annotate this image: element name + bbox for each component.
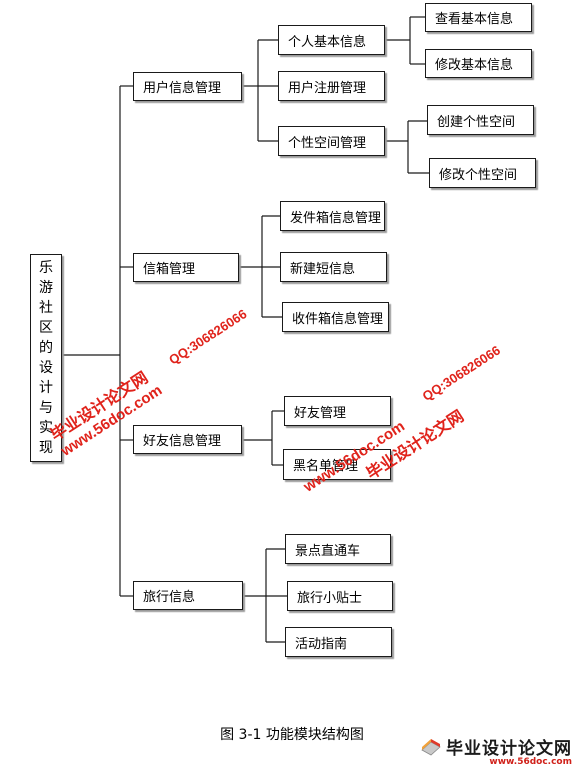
- node-edit-space: 修改个性空间: [429, 158, 536, 188]
- figure-caption: 图 3-1 功能模块结构图: [220, 727, 364, 743]
- root-char: 区: [39, 320, 53, 336]
- node-activity-guide: 活动指南: [285, 627, 392, 657]
- node-friend-management: 好友管理: [284, 396, 391, 426]
- node-create-space: 创建个性空间: [427, 105, 534, 135]
- node-personal-space: 个性空间管理: [278, 126, 385, 156]
- site-brand-logo: 毕业设计论文网 www.56doc.com: [420, 733, 572, 767]
- root-char: 设: [39, 360, 53, 376]
- node-new-message: 新建短信息: [280, 252, 387, 282]
- book-logo-icon: [421, 739, 441, 756]
- module-mailbox: 信箱管理: [133, 253, 239, 282]
- module-user-info: 用户信息管理: [133, 72, 242, 101]
- node-scenic-direct-bus: 景点直通车: [285, 534, 391, 564]
- root-char: 与: [39, 400, 53, 416]
- root-char: 乐: [39, 260, 53, 276]
- node-personal-basic-info: 个人基本信息: [278, 25, 385, 55]
- root-char: 计: [39, 380, 53, 396]
- node-outbox: 发件箱信息管理: [280, 201, 385, 231]
- root-char: 游: [39, 280, 53, 296]
- module-travel: 旅行信息: [133, 581, 243, 610]
- root-char: 社: [39, 300, 53, 316]
- brand-name: 毕业设计论文网: [446, 738, 572, 759]
- root-node: 乐 游 社 区 的 设 计 与 实 现: [30, 254, 62, 462]
- node-view-basic-info: 查看基本信息: [425, 3, 532, 32]
- node-inbox: 收件箱信息管理: [282, 302, 389, 332]
- node-edit-basic-info: 修改基本信息: [425, 49, 532, 78]
- brand-url: www.56doc.com: [489, 757, 572, 767]
- root-char: 实: [39, 420, 53, 436]
- node-blacklist: 黑名单管理: [283, 449, 391, 480]
- module-friends: 好友信息管理: [133, 425, 242, 454]
- node-user-registration: 用户注册管理: [278, 71, 385, 101]
- root-char: 的: [39, 340, 53, 356]
- node-travel-tips: 旅行小贴士: [287, 581, 393, 611]
- root-char: 现: [39, 440, 53, 456]
